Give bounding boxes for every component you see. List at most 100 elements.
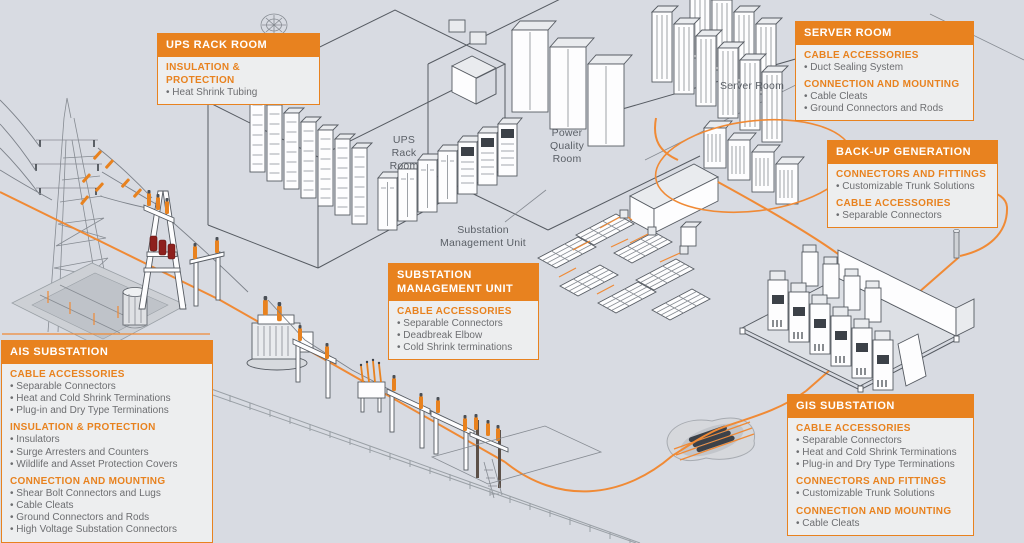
section-heading: CONNECTORS AND FITTINGS [836, 168, 987, 180]
section-item: Ground Connectors and Rods [10, 512, 204, 524]
line-insulators [80, 150, 142, 205]
section-heading: INSULATION & PROTECTION [10, 422, 156, 434]
solar-arrays [537, 209, 711, 321]
backup-generators [679, 120, 805, 247]
section-item: Separable Connectors [796, 435, 965, 447]
section-heading: INSULATION & PROTECTION [166, 61, 240, 86]
section-item: Cable Cleats [10, 500, 204, 512]
section-heading: CONNECTION AND MOUNTING [10, 475, 166, 487]
callout-body: CABLE ACCESSORIES Duct Sealing System CO… [796, 45, 973, 121]
section-items: Cable Cleats [796, 518, 965, 530]
section-item: Wildlife and Asset Protection Covers [10, 459, 204, 471]
section-item: Duct Sealing System [804, 62, 965, 74]
section-heading: CABLE ACCESSORIES [804, 49, 919, 61]
power-quality-units [510, 20, 634, 147]
section-items: Separable Connectors Deadbreak Elbow Col… [397, 318, 530, 355]
callout-substation-management-unit: SUBSTATION MANAGEMENT UNIT CABLE ACCESSO… [388, 263, 539, 361]
transformer [246, 296, 314, 371]
section-items: Shear Bolt Connectors and Lugs Cable Cle… [10, 488, 204, 537]
section-item: Separable Connectors [836, 210, 989, 222]
section-item: High Voltage Substation Connectors [10, 524, 204, 536]
section-item: Cable Cleats [804, 91, 965, 103]
section-items: Heat Shrink Tubing [166, 87, 311, 99]
section-heading: CONNECTION AND MOUNTING [796, 505, 952, 517]
gis-door-panel [897, 333, 927, 387]
section-item: Separable Connectors [397, 318, 530, 330]
section-items: Separable Connectors Heat and Cold Shrin… [796, 435, 965, 472]
section-item: Heat and Cold Shrink Terminations [10, 393, 204, 405]
section-item: Ground Connectors and Rods [804, 103, 965, 115]
section-item: Plug-in and Dry Type Terminations [796, 459, 965, 471]
section-items: Separable Connectors Heat and Cold Shrin… [10, 381, 204, 418]
gis-switchgear-row [767, 244, 894, 391]
callout-body: CONNECTORS AND FITTINGS Customizable Tru… [828, 164, 997, 227]
callout-section: CONNECTION AND MOUNTING Cable Cleats Gro… [804, 78, 965, 115]
cable-routes [0, 117, 1009, 493]
callout-section: CABLE ACCESSORIES Duct Sealing System [804, 49, 965, 74]
gis-substation-building [739, 244, 975, 393]
section-items: Duct Sealing System [804, 62, 965, 74]
callout-title: GIS SUBSTATION [788, 395, 973, 418]
cable-riser-pole [953, 229, 960, 259]
equipment-pad [430, 425, 603, 485]
section-heading: CABLE ACCESSORIES [397, 305, 512, 317]
a-frame-gantry [138, 190, 187, 310]
callout-ups-rack-room: UPS RACK ROOM INSULATION & PROTECTION He… [157, 33, 320, 105]
section-item: Plug-in and Dry Type Terminations [10, 405, 204, 417]
surge-arrester [149, 235, 158, 252]
callout-section: CABLE ACCESSORIES Separable Connectors [836, 197, 989, 222]
callout-gis-substation: GIS SUBSTATION CABLE ACCESSORIES Separab… [787, 394, 974, 536]
junction-box [679, 245, 689, 255]
substation-hut [450, 55, 498, 105]
callout-body: CABLE ACCESSORIES Separable Connectors H… [2, 364, 212, 542]
power-quality-room-label: Power Quality Room [549, 127, 585, 166]
section-item: Insulators [10, 434, 204, 446]
small-gantry [189, 237, 225, 307]
callout-section: INSULATION & PROTECTION Heat Shrink Tubi… [166, 61, 311, 99]
section-items: Insulators Surge Arresters and Counters … [10, 434, 204, 471]
section-heading: CONNECTION AND MOUNTING [804, 78, 960, 90]
callout-server-room: SERVER ROOM CABLE ACCESSORIES Duct Seali… [795, 21, 974, 122]
callout-section: CONNECTION AND MOUNTING Shear Bolt Conne… [10, 475, 204, 537]
section-heading: CABLE ACCESSORIES [836, 197, 951, 209]
power-lines [0, 99, 249, 293]
section-items: Customizable Trunk Solutions [796, 488, 965, 500]
callout-title: UPS RACK ROOM [158, 34, 319, 57]
section-item: Customizable Trunk Solutions [796, 488, 965, 500]
section-item: Surge Arresters and Counters [10, 447, 204, 459]
section-items: Separable Connectors [836, 210, 989, 222]
rooftop-ac-units [448, 19, 487, 45]
callout-body: CABLE ACCESSORIES Separable Connectors H… [788, 418, 973, 535]
section-heading: CABLE ACCESSORIES [796, 422, 911, 434]
callout-title: SERVER ROOM [796, 22, 973, 45]
ais-equipment [267, 299, 603, 499]
section-item: Cold Shrink terminations [397, 342, 530, 354]
section-item: Separable Connectors [10, 381, 204, 393]
section-items: Customizable Trunk Solutions [836, 181, 989, 193]
callout-title: BACK-UP GENERATION [828, 141, 997, 164]
section-item: Cable Cleats [796, 518, 965, 530]
callout-body: CABLE ACCESSORIES Separable Connectors D… [389, 301, 538, 360]
callout-section: CABLE ACCESSORIES Separable Connectors H… [10, 368, 204, 418]
callout-body: INSULATION & PROTECTION Heat Shrink Tubi… [158, 57, 319, 104]
section-item: Deadbreak Elbow [397, 330, 530, 342]
server-room-label: Server Room [719, 80, 785, 92]
ups-rack-room-label: UPS Rack Room [389, 134, 419, 173]
callout-title: SUBSTATION MANAGEMENT UNIT [389, 264, 538, 301]
substation-management-cabinets [377, 117, 547, 231]
section-item: Shear Bolt Connectors and Lugs [10, 488, 204, 500]
callout-title: AIS SUBSTATION [2, 341, 212, 364]
section-item: Heat Shrink Tubing [166, 87, 311, 99]
disconnect-switch [357, 358, 386, 413]
underground-cable-cutaway [666, 417, 756, 461]
callout-section: CONNECTORS AND FITTINGS Customizable Tru… [796, 475, 965, 500]
surge-arrester [167, 243, 176, 260]
junction-box [647, 226, 657, 236]
callout-ais-substation: AIS SUBSTATION CABLE ACCESSORIES Separab… [1, 340, 213, 543]
section-item: Heat and Cold Shrink Terminations [796, 447, 965, 459]
termination-structure [469, 414, 509, 499]
section-heading: CONNECTORS AND FITTINGS [796, 476, 947, 488]
callout-backup-generation: BACK-UP GENERATION CONNECTORS AND FITTIN… [827, 140, 998, 229]
callout-section: INSULATION & PROTECTION Insulators Surge… [10, 421, 204, 471]
